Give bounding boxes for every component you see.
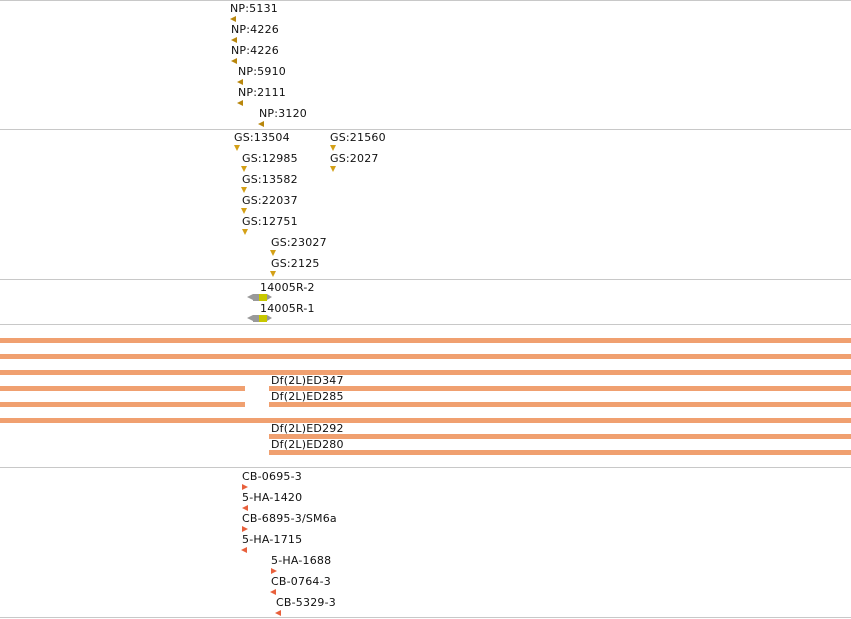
- gs-feature-marker[interactable]: [242, 229, 248, 235]
- np-feature-marker[interactable]: [237, 100, 243, 106]
- cb-feature-label[interactable]: CB-0695-3: [242, 470, 302, 483]
- gs-feature-label[interactable]: GS:2125: [271, 257, 320, 270]
- deficiency-bar[interactable]: [269, 450, 851, 455]
- np-feature-label[interactable]: NP:4226: [231, 44, 279, 57]
- deficiency-label[interactable]: Df(2L)ED347: [271, 374, 344, 387]
- deficiency-bar[interactable]: [0, 354, 851, 359]
- gs-feature-marker[interactable]: [270, 250, 276, 256]
- deficiency-bar[interactable]: [269, 402, 851, 407]
- gs-feature-marker[interactable]: [234, 145, 240, 151]
- deficiency-bar[interactable]: [0, 370, 851, 375]
- gs-feature-marker[interactable]: [330, 166, 336, 172]
- cb-feature-marker[interactable]: [270, 589, 276, 595]
- gs-feature-label[interactable]: GS:12985: [242, 152, 298, 165]
- np-feature-marker[interactable]: [258, 121, 264, 127]
- track-separator: [0, 279, 851, 280]
- cb-feature-marker[interactable]: [242, 505, 248, 511]
- track-separator: [0, 467, 851, 468]
- deficiency-bar[interactable]: [0, 338, 851, 343]
- gs-feature-marker[interactable]: [241, 166, 247, 172]
- cb-feature-label[interactable]: 5-HA-1688: [271, 554, 332, 567]
- deficiency-bar[interactable]: [269, 386, 851, 391]
- track-separator: [0, 617, 851, 618]
- cb-feature-label[interactable]: 5-HA-1420: [242, 491, 303, 504]
- gs-feature-label[interactable]: GS:13582: [242, 173, 298, 186]
- deficiency-bar[interactable]: [269, 434, 851, 439]
- cb-feature-marker[interactable]: [241, 547, 247, 553]
- np-feature-label[interactable]: NP:4226: [231, 23, 279, 36]
- cb-feature-label[interactable]: CB-0764-3: [271, 575, 331, 588]
- cb-feature-marker[interactable]: [275, 610, 281, 616]
- cb-feature-label[interactable]: CB-5329-3: [276, 596, 336, 609]
- construct-glyph[interactable]: [247, 315, 273, 322]
- gs-feature-label[interactable]: GS:23027: [271, 236, 327, 249]
- np-feature-label[interactable]: NP:3120: [259, 107, 307, 120]
- np-feature-marker[interactable]: [231, 58, 237, 64]
- np-feature-marker[interactable]: [237, 79, 243, 85]
- gs-feature-label[interactable]: GS:21560: [330, 131, 386, 144]
- deficiency-bar[interactable]: [0, 418, 851, 423]
- construct-label[interactable]: 14005R-1: [260, 302, 315, 315]
- np-feature-marker[interactable]: [231, 37, 237, 43]
- deficiency-bar[interactable]: [0, 386, 245, 391]
- cb-feature-label[interactable]: 5-HA-1715: [242, 533, 303, 546]
- cb-feature-marker[interactable]: [242, 484, 248, 490]
- cb-feature-label[interactable]: CB-6895-3/SM6a: [242, 512, 337, 525]
- track-separator: [0, 324, 851, 325]
- np-feature-label[interactable]: NP:5910: [238, 65, 286, 78]
- construct-glyph[interactable]: [247, 294, 273, 301]
- np-feature-marker[interactable]: [230, 16, 236, 22]
- deficiency-label[interactable]: Df(2L)ED285: [271, 390, 344, 403]
- track-separator: [0, 129, 851, 130]
- construct-label[interactable]: 14005R-2: [260, 281, 315, 294]
- cb-feature-marker[interactable]: [271, 568, 277, 574]
- np-feature-label[interactable]: NP:5131: [230, 2, 278, 15]
- cb-feature-marker[interactable]: [242, 526, 248, 532]
- deficiency-label[interactable]: Df(2L)ED292: [271, 422, 344, 435]
- track-separator: [0, 0, 851, 1]
- deficiency-label[interactable]: Df(2L)ED280: [271, 438, 344, 451]
- gs-feature-marker[interactable]: [241, 208, 247, 214]
- gs-feature-label[interactable]: GS:2027: [330, 152, 379, 165]
- deficiency-bar[interactable]: [0, 402, 245, 407]
- gs-feature-marker[interactable]: [241, 187, 247, 193]
- np-feature-label[interactable]: NP:2111: [238, 86, 286, 99]
- gs-feature-label[interactable]: GS:22037: [242, 194, 298, 207]
- gs-feature-label[interactable]: GS:12751: [242, 215, 298, 228]
- gs-feature-marker[interactable]: [270, 271, 276, 277]
- gs-feature-marker[interactable]: [330, 145, 336, 151]
- gs-feature-label[interactable]: GS:13504: [234, 131, 290, 144]
